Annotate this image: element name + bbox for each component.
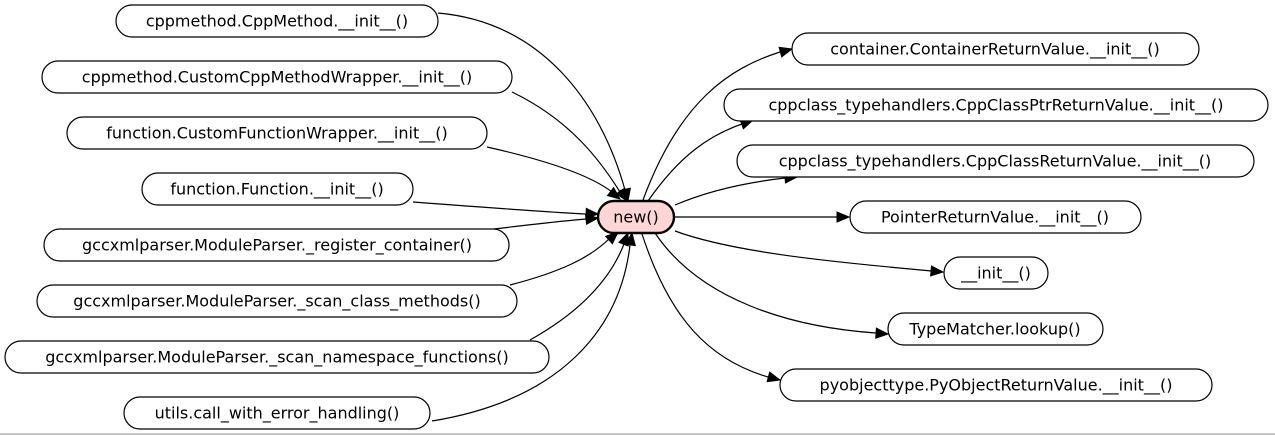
arrowhead: [930, 265, 945, 277]
call-edge: [647, 123, 743, 202]
call-edge: [529, 243, 625, 341]
caller-node-label: cppmethod.CustomCppMethodWrapper.__init_…: [82, 68, 472, 88]
call-edge: [674, 230, 932, 272]
callee-node[interactable]: container.ContainerReturnValue.__init__(…: [791, 32, 1200, 66]
call-edge: [654, 232, 877, 334]
call-edge: [641, 233, 769, 378]
callee-node-label: container.ContainerReturnValue.__init__(…: [830, 40, 1160, 60]
center-node-label: new(): [613, 208, 659, 227]
callee-node-label: __init__(): [960, 264, 1031, 284]
caller-node-label: gccxmlparser.ModuleParser._scan_namespac…: [45, 348, 509, 368]
arrowhead: [836, 211, 851, 223]
call-edge: [412, 201, 586, 215]
call-edge: [642, 51, 781, 201]
caller-node-label: function.CustomFunctionWrapper.__init__(…: [106, 124, 447, 144]
call-edge: [674, 177, 786, 206]
call-edge: [431, 244, 631, 422]
arrowhead: [606, 186, 622, 200]
caller-node[interactable]: function.CustomFunctionWrapper.__init__(…: [66, 116, 488, 150]
caller-node[interactable]: cppmethod.CustomCppMethodWrapper.__init_…: [41, 60, 513, 94]
call-edge: [511, 91, 621, 193]
caller-node-label: gccxmlparser.ModuleParser._register_cont…: [82, 236, 472, 256]
call-edge: [509, 237, 611, 286]
callee-node[interactable]: cppclass_typehandlers.CppClassReturnValu…: [736, 144, 1255, 178]
caller-node[interactable]: function.Function.__init__(): [141, 172, 414, 206]
caller-node[interactable]: gccxmlparser.ModuleParser._scan_namespac…: [4, 340, 550, 374]
arrowhead: [624, 231, 636, 247]
arrowhead: [584, 213, 600, 225]
arrowhead: [778, 46, 794, 58]
caller-node[interactable]: gccxmlparser.ModuleParser._register_cont…: [43, 228, 510, 262]
caller-node[interactable]: cppmethod.CppMethod.__init__(): [115, 4, 439, 38]
edges-layer: [412, 12, 945, 422]
arrowhead: [615, 187, 628, 203]
callee-node[interactable]: __init__(): [943, 256, 1049, 290]
arrowhead: [875, 327, 890, 339]
call-edge: [437, 12, 626, 191]
caller-node[interactable]: utils.call_with_error_handling(): [123, 396, 431, 430]
callee-node[interactable]: cppclass_typehandlers.CppClassPtrReturnV…: [723, 88, 1269, 122]
caller-node-label: function.Function.__init__(): [170, 180, 383, 200]
caller-node-label: gccxmlparser.ModuleParser._scan_class_me…: [73, 292, 480, 312]
callee-node-label: pyobjecttype.PyObjectReturnValue.__init_…: [820, 376, 1173, 396]
call-edge: [486, 146, 613, 193]
callee-node-label: cppclass_typehandlers.CppClassPtrReturnV…: [768, 96, 1223, 116]
callee-node-label: PointerReturnValue.__init__(): [881, 208, 1109, 228]
caller-node[interactable]: gccxmlparser.ModuleParser._scan_class_me…: [36, 284, 518, 318]
callee-node[interactable]: pyobjecttype.PyObjectReturnValue.__init_…: [779, 368, 1213, 402]
frame-border: [0, 433, 1275, 435]
caller-node-label: cppmethod.CppMethod.__init__(): [146, 12, 408, 32]
callee-node[interactable]: TypeMatcher.lookup(): [887, 312, 1104, 346]
callee-node-label: TypeMatcher.lookup(): [908, 320, 1080, 339]
arrowhead: [604, 231, 619, 245]
callee-node-label: cppclass_typehandlers.CppClassReturnValu…: [779, 152, 1212, 172]
call-edge: [484, 218, 587, 231]
center-node[interactable]: new(): [596, 199, 676, 235]
caller-node-label: utils.call_with_error_handling(): [155, 404, 400, 424]
arrowhead: [766, 371, 782, 383]
callee-node[interactable]: PointerReturnValue.__init__(): [849, 200, 1142, 234]
